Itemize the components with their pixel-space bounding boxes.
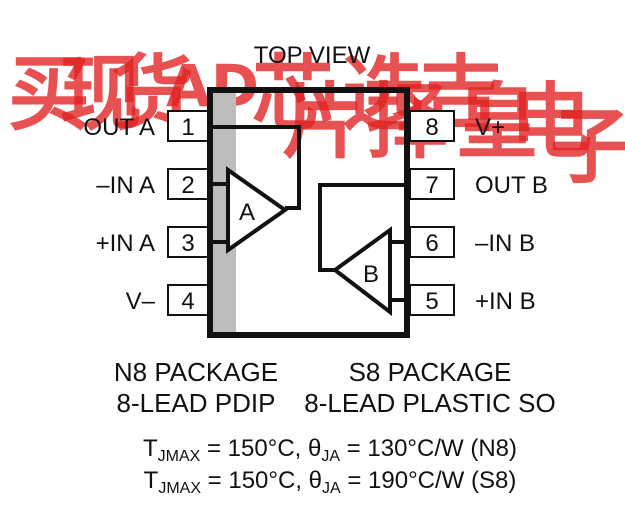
pin-box bbox=[167, 284, 209, 316]
left-pins: 1 OUT A 2 –IN A 3 +IN A 4 V– bbox=[83, 110, 209, 316]
pin-name: OUT A bbox=[83, 114, 155, 141]
pin-box bbox=[409, 168, 455, 200]
pin-number: 6 bbox=[425, 230, 438, 257]
theta-value: = 130°C/W (N8) bbox=[340, 435, 517, 462]
pin-box bbox=[409, 110, 455, 142]
theta-value: = 190°C/W (S8) bbox=[341, 467, 517, 494]
amplifier-b: B bbox=[318, 183, 407, 317]
wire-out-b bbox=[318, 183, 407, 272]
pin-8: 8 V+ bbox=[409, 110, 505, 142]
theta-subscript: JA bbox=[322, 480, 341, 497]
pin-number: 3 bbox=[181, 230, 194, 257]
pin-number: 2 bbox=[181, 172, 194, 199]
pin-box bbox=[167, 168, 209, 200]
pin-box bbox=[409, 226, 455, 258]
pin-name: +IN B bbox=[475, 288, 536, 315]
tj-subscript: JMAX bbox=[158, 480, 201, 497]
tj-value: = 150°C, θ bbox=[201, 467, 322, 494]
watermark-char: 买 bbox=[8, 47, 90, 142]
package-left-line2: 8-LEAD PDIP bbox=[117, 388, 276, 418]
thermal-spec-n8: TJMAX = 150°C, θJA = 130°C/W (N8) bbox=[143, 435, 517, 465]
op-amp-b-label: B bbox=[363, 261, 379, 288]
pin-2: 2 –IN A bbox=[96, 168, 209, 200]
pin-number: 5 bbox=[425, 288, 438, 315]
op-amp-a-triangle bbox=[226, 166, 289, 254]
pin-1: 1 OUT A bbox=[83, 110, 209, 142]
op-amp-b-triangle bbox=[331, 226, 392, 317]
watermark-char: 皇 bbox=[456, 75, 538, 170]
pin-number: 8 bbox=[425, 114, 438, 141]
package-left-line1: N8 PACKAGE bbox=[114, 357, 278, 387]
pin-box bbox=[409, 284, 455, 316]
pin-name: V– bbox=[126, 288, 156, 315]
tj-value: = 150°C, θ bbox=[200, 435, 321, 462]
pin-number: 4 bbox=[181, 288, 194, 315]
pin-name: OUT B bbox=[475, 172, 548, 199]
tj-subscript: JMAX bbox=[158, 448, 201, 465]
pin-box bbox=[167, 110, 209, 142]
pin-4: 4 V– bbox=[126, 284, 209, 316]
pin-number: 1 bbox=[181, 114, 194, 141]
watermark-char: 现 bbox=[60, 47, 142, 142]
ic-body bbox=[207, 87, 410, 338]
pin-7: 7 OUT B bbox=[409, 168, 548, 200]
pin-name: V+ bbox=[475, 114, 505, 141]
watermark-char: 电 bbox=[510, 75, 592, 170]
pin-name: –IN B bbox=[475, 230, 535, 257]
thermal-spec-s8: TJMAX = 150°C, θJA = 190°C/W (S8) bbox=[144, 467, 517, 497]
watermark-char: 子 bbox=[550, 100, 625, 195]
amplifier-a: A bbox=[210, 125, 301, 254]
wire-out-a bbox=[210, 125, 301, 210]
right-pins: 8 V+ 7 OUT B 6 –IN B 5 +IN B bbox=[409, 110, 548, 316]
pin-3: 3 +IN A bbox=[96, 226, 209, 258]
tj-symbol: T bbox=[144, 467, 159, 494]
op-amp-a-label: A bbox=[239, 199, 255, 226]
tj-symbol: T bbox=[143, 435, 158, 462]
pin-number: 7 bbox=[425, 172, 438, 199]
pin-name: +IN A bbox=[96, 230, 155, 257]
pin-6: 6 –IN B bbox=[409, 226, 535, 258]
theta-subscript: JA bbox=[321, 448, 340, 465]
pin-5: 5 +IN B bbox=[409, 284, 536, 316]
package-right-line2: 8-LEAD PLASTIC SO bbox=[304, 388, 555, 418]
pin-box bbox=[167, 226, 209, 258]
pin-name: –IN A bbox=[96, 172, 155, 199]
package-right-line1: S8 PACKAGE bbox=[349, 357, 512, 387]
top-view-title: TOP VIEW bbox=[254, 42, 371, 69]
